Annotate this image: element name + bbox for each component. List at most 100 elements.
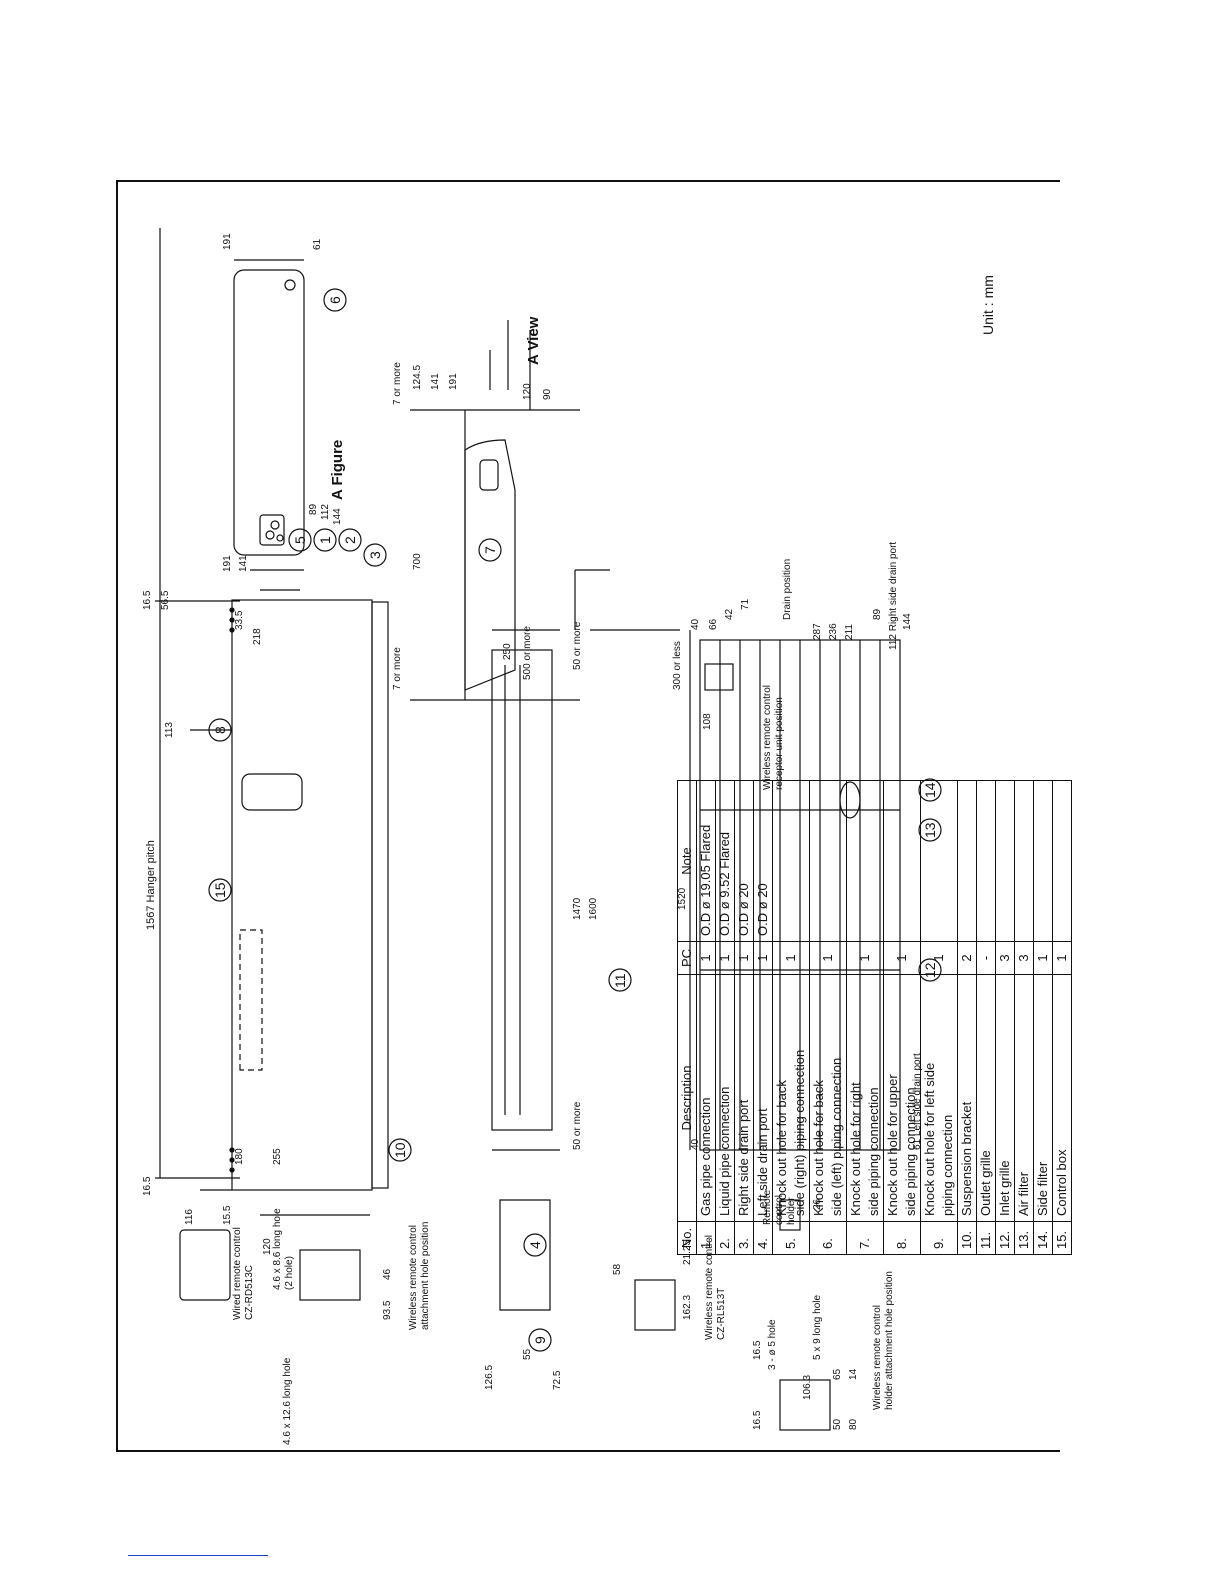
dim-108: 108 <box>702 713 713 730</box>
unit-label: Unit : mm <box>980 275 996 335</box>
a-figure-plate <box>233 269 305 556</box>
col-no: No. <box>677 1221 697 1255</box>
svg-text:14: 14 <box>922 782 938 798</box>
dim-141-b: 141 <box>430 373 441 390</box>
description-line-1: Knock out hole for back <box>774 1080 789 1216</box>
three-hundred-or-less: 300 or less <box>672 641 683 690</box>
cell-no: 8. <box>883 1221 921 1255</box>
cell-note: O.D ø 9.52 Flared <box>715 780 735 942</box>
description-line-1: Gas pipe connection <box>698 1097 713 1216</box>
dim-46: 46 <box>382 1268 393 1280</box>
wired-remote-model: CZ-RD513C <box>244 1265 255 1320</box>
dim-236: 236 <box>828 623 839 640</box>
dim-40-a: 40 <box>690 1138 701 1150</box>
dim-106-3: 106.3 <box>802 1375 813 1400</box>
description-line-1: Knock out hole for right <box>848 1082 863 1216</box>
dim-33-5: 33.5 <box>234 610 245 630</box>
svg-text:1: 1 <box>317 536 333 544</box>
table-row: 15. Control box 1 <box>1052 780 1072 1255</box>
callout-4: 4 <box>523 1233 547 1257</box>
fifty-or-more-b: 50 or more <box>572 621 583 670</box>
cell-note <box>995 780 1015 942</box>
svg-text:8: 8 <box>212 726 228 734</box>
technical-drawing: 1567 Hanger pitch 16.5 16.5 56.5 113 33.… <box>142 228 942 1445</box>
description-line-1: Side filter <box>1035 1161 1050 1216</box>
description-line-1: Inlet grille <box>997 1160 1012 1216</box>
bottom-view <box>689 630 901 1151</box>
dim-120-a: 120 <box>522 383 533 400</box>
description-line-1: Control box <box>1054 1149 1069 1216</box>
dim-80: 80 <box>848 1418 859 1430</box>
wired-remote-title: Wired remote control <box>232 1227 243 1320</box>
cell-note: O.D ø 19.05 Flared <box>696 780 716 942</box>
dim-191-a: 191 <box>222 555 233 572</box>
cell-description: Side filter <box>1033 974 1053 1222</box>
dim-89-b: 89 <box>872 608 883 620</box>
callout-13: 13 <box>918 818 942 842</box>
dim-16-5-right: 16.5 <box>142 590 153 610</box>
top-view-body <box>231 599 373 1191</box>
dim-1470: 1470 <box>572 897 583 920</box>
cell-no: 13. <box>1014 1221 1034 1255</box>
cell-note <box>920 780 958 942</box>
description-line-1: Outlet grille <box>978 1150 993 1216</box>
cell-no: 15. <box>1052 1221 1072 1255</box>
dim-126-5: 126.5 <box>484 1365 495 1390</box>
col-description: Description <box>677 974 697 1222</box>
dim-1520: 1520 <box>677 887 688 910</box>
hanger-pitch-label: 1567 Hanger pitch <box>145 840 157 930</box>
rotated-sheet: 1567 Hanger pitch 16.5 16.5 56.5 113 33.… <box>120 185 1072 1450</box>
svg-text:6: 6 <box>327 296 343 304</box>
parts-table-header: No. Description PC Note <box>677 780 697 1255</box>
cell-note <box>1033 780 1053 942</box>
a-figure-title: A Figure <box>329 440 346 500</box>
dim-162-3: 162.3 <box>682 1295 693 1320</box>
callout-14: 14 <box>918 778 942 802</box>
cell-no: 10. <box>957 1221 977 1255</box>
cell-no: 2. <box>715 1221 735 1255</box>
long-hole-label-1: 4.6 x 8.6 long hole <box>272 1208 283 1290</box>
cell-pc: - <box>976 941 996 975</box>
cell-note <box>1052 780 1072 942</box>
cell-note <box>772 780 810 942</box>
long-hole-label-2: (2 hole) <box>284 1256 295 1290</box>
cell-no: 5. <box>772 1221 810 1255</box>
cell-note <box>957 780 977 942</box>
svg-text:12: 12 <box>922 962 938 978</box>
cell-pc: 1 <box>846 941 884 975</box>
dim-89-a: 89 <box>308 503 319 515</box>
dim-120-b: 120 <box>262 1238 273 1255</box>
dim-71: 71 <box>740 598 751 610</box>
dim-218: 218 <box>252 628 263 645</box>
callout-10: 10 <box>388 1138 412 1162</box>
dim-113: 113 <box>164 722 175 738</box>
svg-text:7: 7 <box>482 546 498 554</box>
wireless-attach-label-1: Wireless remote control <box>408 1225 419 1330</box>
seven-or-more-a: 7 or more <box>392 647 403 690</box>
cell-pc: 1 <box>920 941 958 975</box>
callout-9: 9 <box>528 1328 552 1352</box>
cell-note: O.D ø 20 <box>734 780 754 942</box>
col-note: Note <box>677 780 697 942</box>
parts-table: No. Description PC Note 1.Gas pipe conne… <box>677 780 1072 1255</box>
dim-50: 50 <box>832 1418 843 1430</box>
svg-text:3: 3 <box>367 551 383 559</box>
cell-pc: 1 <box>1052 941 1072 975</box>
description-line-1: Suspension bracket <box>959 1101 974 1216</box>
dim-14: 14 <box>848 1368 859 1380</box>
description-line-2: side piping connection <box>903 1087 918 1216</box>
long-hole-label-4: 5 x 9 long hole <box>812 1295 823 1360</box>
holder-label-3: holder <box>786 1197 797 1225</box>
holder-label-2: control <box>774 1195 785 1225</box>
cell-description: Inlet grille <box>995 974 1015 1222</box>
wireless-attach-label-2: attachment hole position <box>420 1222 431 1330</box>
dim-21-25: 21.25 <box>682 1240 693 1265</box>
